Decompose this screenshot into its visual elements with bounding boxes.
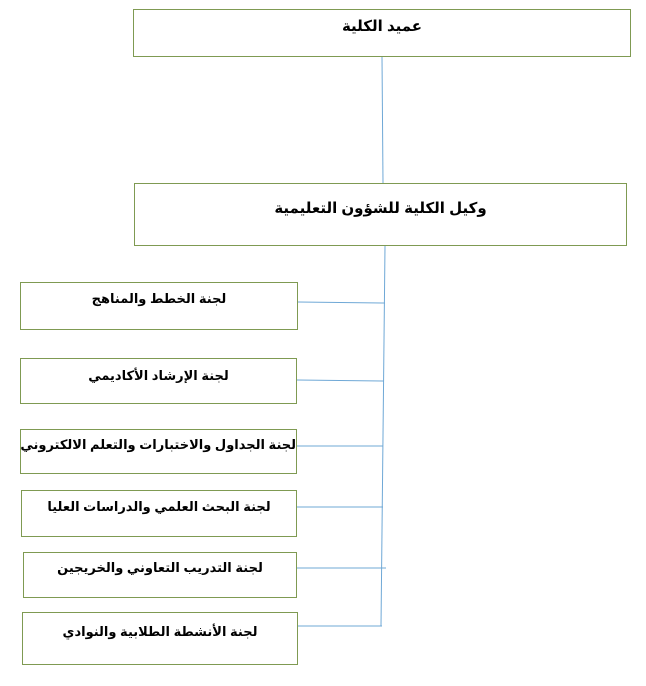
committee-label-5: لجنة التدريب التعاوني والخريجين [57, 560, 263, 575]
vice-dean-label: وكيل الكلية للشؤون التعليمية [274, 200, 487, 217]
dean-to-vice-connector [381, 56, 384, 184]
committee-box-6: لجنة الأنشطة الطلابية والنوادي [22, 612, 298, 665]
vice-to-committees-trunk [380, 245, 386, 627]
committee-label-3: لجنة الجداول والاختبارات والتعلم الالكتر… [20, 437, 296, 452]
committee-box-3: لجنة الجداول والاختبارات والتعلم الالكتر… [20, 429, 297, 474]
committee-label-1: لجنة الخطط والمناهج [91, 291, 227, 306]
branch-connector-1 [297, 301, 386, 304]
committee-box-4: لجنة البحث العلمي والدراسات العليا [21, 490, 297, 537]
committee-box-2: لجنة الإرشاد الأكاديمي [20, 358, 297, 404]
branch-connector-2 [296, 379, 385, 382]
committee-box-5: لجنة التدريب التعاوني والخريجين [23, 552, 297, 598]
committee-box-1: لجنة الخطط والمناهج [20, 282, 298, 330]
committee-label-4: لجنة البحث العلمي والدراسات العليا [47, 499, 271, 514]
committee-label-2: لجنة الإرشاد الأكاديمي [88, 368, 229, 383]
vice-dean-box: وكيل الكلية للشؤون التعليمية [134, 183, 627, 246]
committee-label-6: لجنة الأنشطة الطلابية والنوادي [62, 624, 258, 639]
dean-label: عميد الكلية [341, 18, 423, 35]
dean-box: عميد الكلية [133, 9, 631, 57]
